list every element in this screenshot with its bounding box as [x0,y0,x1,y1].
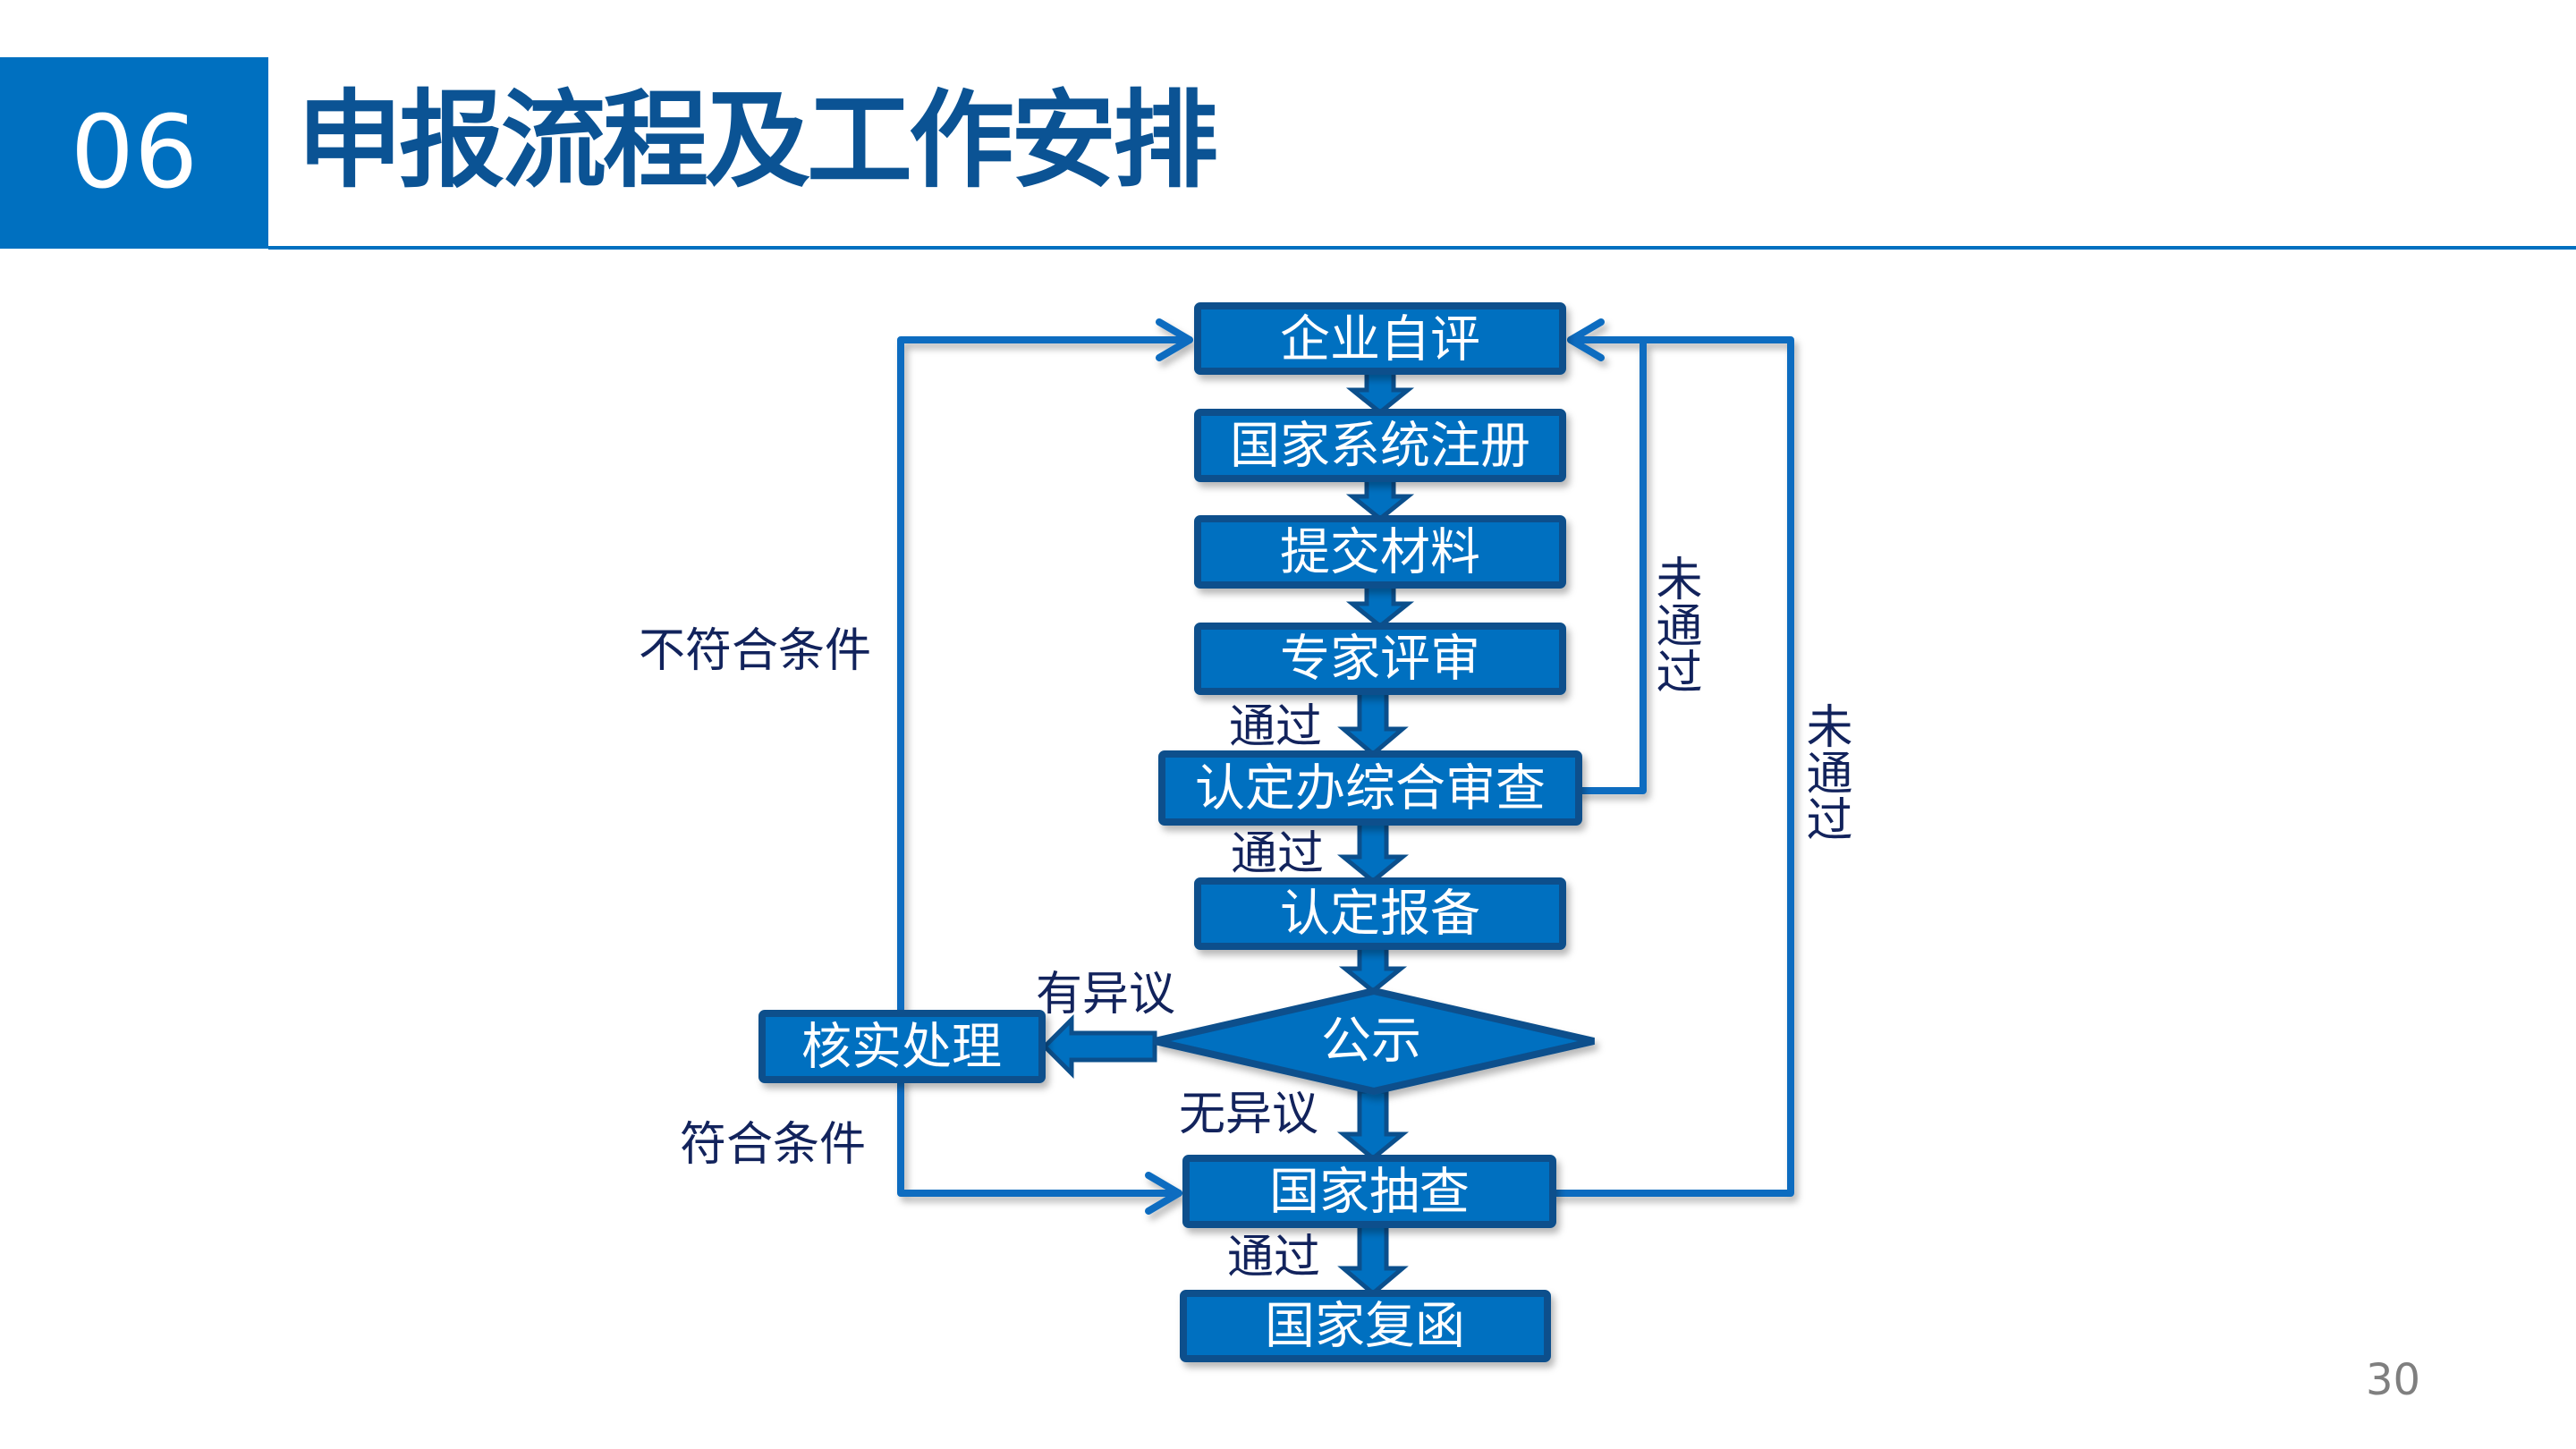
loop-not-eligible-line [897,336,1193,1017]
header-divider [268,246,2576,250]
down-arrow-6 [1338,944,1408,995]
side-box-verification [758,1010,1046,1083]
loop-eligible-line [897,1076,1182,1197]
down-arrow-1 [1345,369,1415,416]
step-text-submit-materials: 提交材料 [1280,524,1480,582]
section-number-badge: 06 [0,57,268,249]
step-text-publicity: 公示 [1321,1013,1421,1071]
loop-outer-not-passed-line [1549,336,1794,1197]
side-text-verification: 核实处理 [801,1019,1002,1077]
down-arrow-3 [1345,582,1415,630]
label-not-passed-inner: 未通过 [1648,555,1701,694]
step-box-national-registration [1194,409,1566,482]
step-text-national-reply: 国家复函 [1265,1298,1465,1356]
step-box-filing [1194,877,1566,950]
step-box-national-spot-check [1182,1155,1556,1228]
down-arrow-7 [1336,1089,1410,1162]
label-not-passed-outer: 未通过 [1798,702,1852,842]
step-text-filing: 认定报备 [1280,886,1480,944]
step-text-office-review: 认定办综合审查 [1195,760,1546,818]
step-text-expert-review: 专家评审 [1280,631,1480,689]
step-box-self-assessment [1194,302,1566,375]
label-pass-1: 通过 [1229,700,1322,754]
down-arrow-4 [1337,689,1409,758]
step-box-national-reply [1180,1290,1551,1362]
label-eligible: 符合条件 [680,1118,866,1172]
loop-inner-not-passed-line [1567,336,1647,794]
page-number: 30 [2366,1355,2421,1405]
label-pass-3: 通过 [1227,1231,1320,1284]
down-arrow-2 [1345,476,1415,522]
loop-eligible-arrowhead [1145,1172,1182,1215]
step-box-office-review [1158,750,1582,826]
loop-inner-not-passed-arrowhead [1567,318,1605,361]
page-title: 申报流程及工作安排 [297,79,1218,202]
step-box-expert-review [1194,623,1566,695]
down-arrow-5 [1336,819,1410,885]
decision-diamond-publicity [1154,987,1595,1096]
label-no-objection: 无异议 [1179,1088,1318,1141]
step-box-submit-materials [1194,515,1566,589]
left-arrow-objection [1041,1013,1157,1080]
label-not-eligible: 不符合条件 [639,624,871,678]
step-text-national-spot-check: 国家抽查 [1269,1164,1470,1222]
down-arrow-8 [1337,1222,1409,1297]
section-number: 06 [70,95,199,211]
label-pass-2: 通过 [1231,827,1324,881]
step-text-national-registration: 国家系统注册 [1230,418,1530,476]
loop-not-eligible-arrowhead [1156,318,1193,361]
step-text-self-assessment: 企业自评 [1280,311,1480,369]
label-has-objection: 有异议 [1036,968,1175,1021]
